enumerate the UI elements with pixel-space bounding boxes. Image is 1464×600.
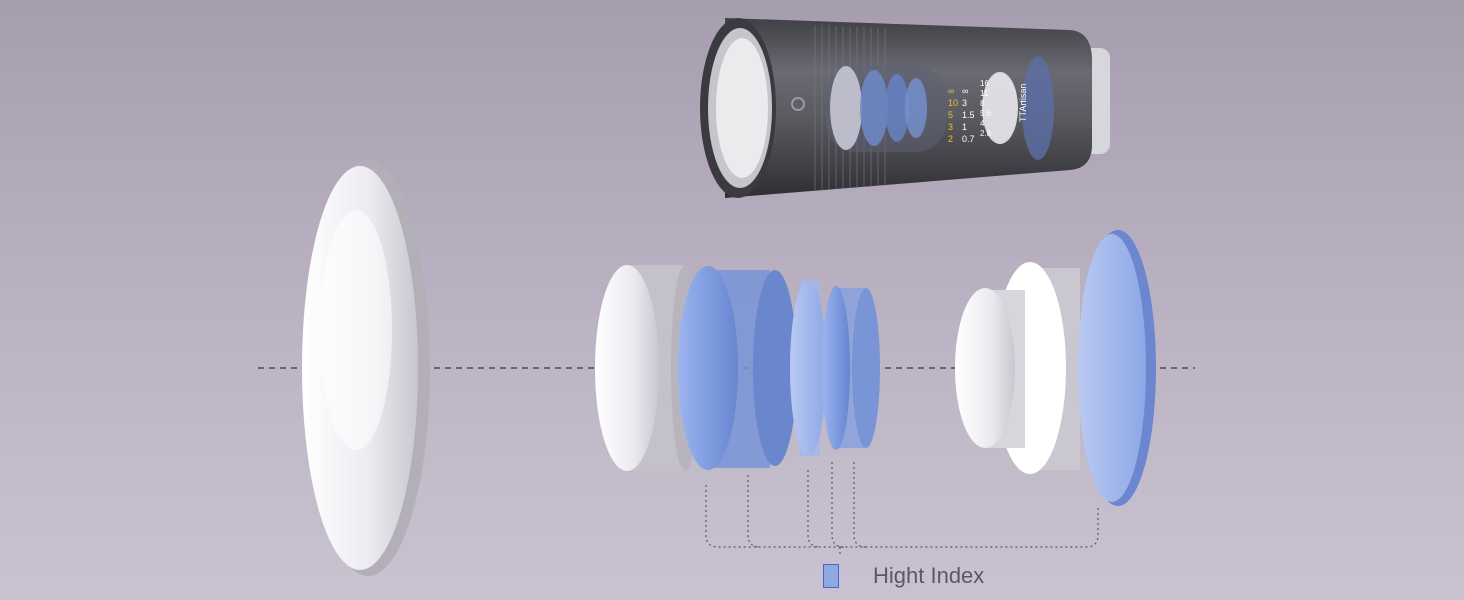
- focus-scale-m-1: 3: [962, 98, 967, 108]
- front-element: [302, 160, 430, 576]
- aperture-scale-4: 4: [980, 119, 985, 128]
- focus-scale-ft-3: 3: [948, 122, 953, 132]
- rear-small-element-face: [955, 288, 1015, 448]
- internal-element-rear-blue: [1022, 56, 1054, 160]
- rear-group: [955, 230, 1156, 506]
- internal-element-blue-3: [905, 78, 927, 138]
- aperture-scale-1: 11: [980, 89, 989, 98]
- internal-element-blue-1: [860, 70, 888, 146]
- high-index-legend-swatch: [823, 564, 839, 588]
- internal-element-blue-2: [885, 74, 909, 142]
- clear-element-face: [595, 265, 659, 471]
- aperture-scale-3: 5.6: [980, 109, 992, 118]
- lens-body: ∞ 10 5 3 2 ∞ 3 1.5 1 0.7 16 11 8 5.6 4 2…: [700, 18, 1110, 198]
- front-element-highlight: [320, 210, 392, 450]
- aperture-scale-2: 8: [980, 99, 985, 108]
- internal-element-clear: [830, 66, 862, 150]
- aperture-scale-0: 16: [980, 79, 989, 88]
- focus-scale-ft-0: ∞: [948, 86, 954, 96]
- high-index-element-2-face: [790, 280, 826, 456]
- brand-label: TTArtisan: [1018, 84, 1028, 122]
- high-index-element-3-rear: [852, 288, 880, 448]
- internal-element-rear-clear: [982, 72, 1018, 144]
- aperture-scale-5: 2.8: [980, 129, 992, 138]
- rear-high-index-face: [1078, 234, 1146, 502]
- high-index-group: [678, 266, 880, 470]
- high-index-element-1-face: [678, 266, 738, 470]
- high-index-element-3-face: [822, 286, 850, 450]
- high-index-legend-label: Hight Index: [873, 563, 985, 588]
- focus-scale-ft-2: 5: [948, 110, 953, 120]
- focus-scale-ft-4: 2: [948, 134, 953, 144]
- front-glass: [716, 38, 768, 178]
- focus-scale-m-3: 1: [962, 122, 967, 132]
- focus-scale-m-0: ∞: [962, 86, 968, 96]
- focus-scale-ft-1: 10: [948, 98, 958, 108]
- high-index-element-1-rear: [753, 270, 797, 466]
- screw-icon: [791, 97, 805, 111]
- focus-scale-m-2: 1.5: [962, 110, 975, 120]
- legend-leader-lines: [705, 462, 1099, 557]
- focus-scale-m-4: 0.7: [962, 134, 975, 144]
